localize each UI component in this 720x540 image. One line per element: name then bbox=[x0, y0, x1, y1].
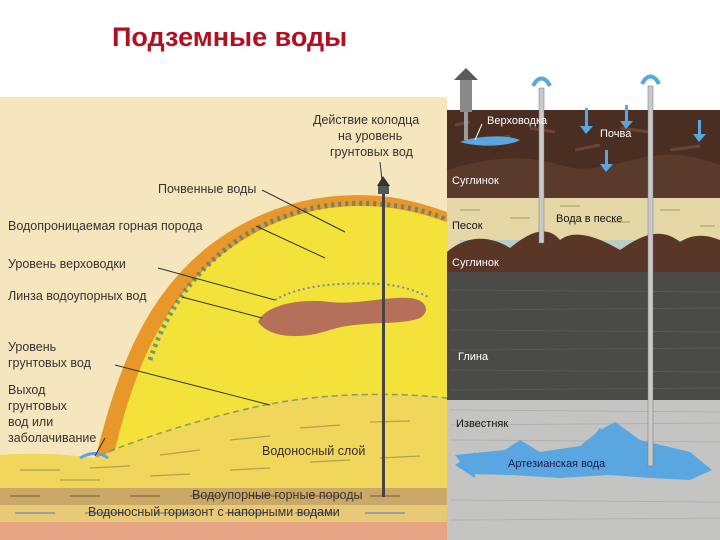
well-house-roof bbox=[454, 68, 478, 80]
label-clay: Глина bbox=[458, 351, 489, 363]
outlet-swamp bbox=[79, 452, 109, 460]
water-spout-middle bbox=[531, 76, 552, 87]
well-cap bbox=[377, 176, 390, 186]
label-well-action-2: на уровень bbox=[338, 129, 402, 143]
label-aquifer: Водоносный слой bbox=[262, 444, 365, 458]
limestone-texture bbox=[449, 409, 720, 521]
pipe-artesian bbox=[647, 85, 654, 467]
well-house-pipe bbox=[464, 112, 468, 140]
well-head bbox=[378, 186, 389, 194]
aquifer-layer bbox=[0, 394, 447, 490]
label-perched: Верховодка bbox=[487, 115, 548, 127]
label-loam-1: Суглинок bbox=[452, 175, 499, 187]
left-well bbox=[377, 176, 390, 497]
label-well-action-1: Действие колодца bbox=[313, 113, 419, 127]
right-well-middle bbox=[531, 76, 552, 244]
artesian-arrow-left bbox=[455, 452, 475, 478]
label-soil: Почва bbox=[600, 128, 632, 140]
confined-aquifer-layer bbox=[0, 505, 447, 522]
label-permeable-rock: Водопроницаемая горная порода bbox=[8, 219, 203, 233]
artesian-arrow-up bbox=[590, 428, 612, 440]
label-outlet-1: Выход bbox=[8, 383, 46, 397]
sky bbox=[447, 60, 720, 110]
label-perched-level: Уровень верховодки bbox=[8, 257, 126, 271]
soil-water-band bbox=[147, 200, 449, 361]
label-outlet-3: вод или bbox=[8, 415, 53, 429]
perched-water bbox=[460, 136, 520, 146]
right-diagram: Верховодка Почва Суглинок Песок Вода в п… bbox=[447, 60, 720, 540]
right-well-artesian bbox=[640, 74, 661, 467]
perched-pointer bbox=[474, 123, 483, 141]
label-outlet-2: грунтовых bbox=[8, 399, 68, 413]
groundwater-level-line bbox=[99, 393, 448, 456]
label-sand: Песок bbox=[452, 220, 483, 232]
clay-texture bbox=[449, 289, 720, 391]
label-loam-2: Суглинок bbox=[452, 257, 499, 269]
label-well-action-3: грунтовых вод bbox=[330, 145, 414, 159]
impermeable-rocks-layer bbox=[0, 488, 447, 505]
label-limestone: Известняк bbox=[456, 418, 508, 430]
label-sand-water: Вода в песке bbox=[556, 213, 622, 225]
water-spout-artesian bbox=[640, 74, 661, 85]
label-impermeable: Водоупорные горные породы bbox=[192, 488, 362, 502]
label-lens: Линза водоупорных вод bbox=[8, 289, 147, 303]
clay-layer bbox=[447, 272, 720, 400]
page-title: Подземные воды bbox=[112, 22, 348, 52]
label-confined-horizon: Водоносный горизонт с напорными водами bbox=[88, 505, 340, 519]
label-groundwater-level-2: грунтовых вод bbox=[8, 356, 92, 370]
bottom-base bbox=[0, 522, 447, 540]
label-artesian: Артезианская вода bbox=[508, 458, 606, 470]
well-house-body bbox=[460, 78, 472, 112]
left-diagram: Действие колодца на уровень грунтовых во… bbox=[0, 97, 449, 540]
right-well-house bbox=[454, 68, 478, 140]
label-soil-water: Почвенные воды bbox=[158, 182, 256, 196]
pipe-middle bbox=[538, 87, 545, 244]
soil-moisture-arrows bbox=[580, 105, 706, 172]
well-shaft bbox=[382, 192, 385, 497]
left-pointer-lines bbox=[94, 161, 383, 457]
label-outlet-4: заболачивание bbox=[8, 431, 96, 445]
label-groundwater-level-1: Уровень bbox=[8, 340, 56, 354]
aquifer-hatch bbox=[20, 420, 421, 481]
sand-texture bbox=[460, 205, 715, 227]
